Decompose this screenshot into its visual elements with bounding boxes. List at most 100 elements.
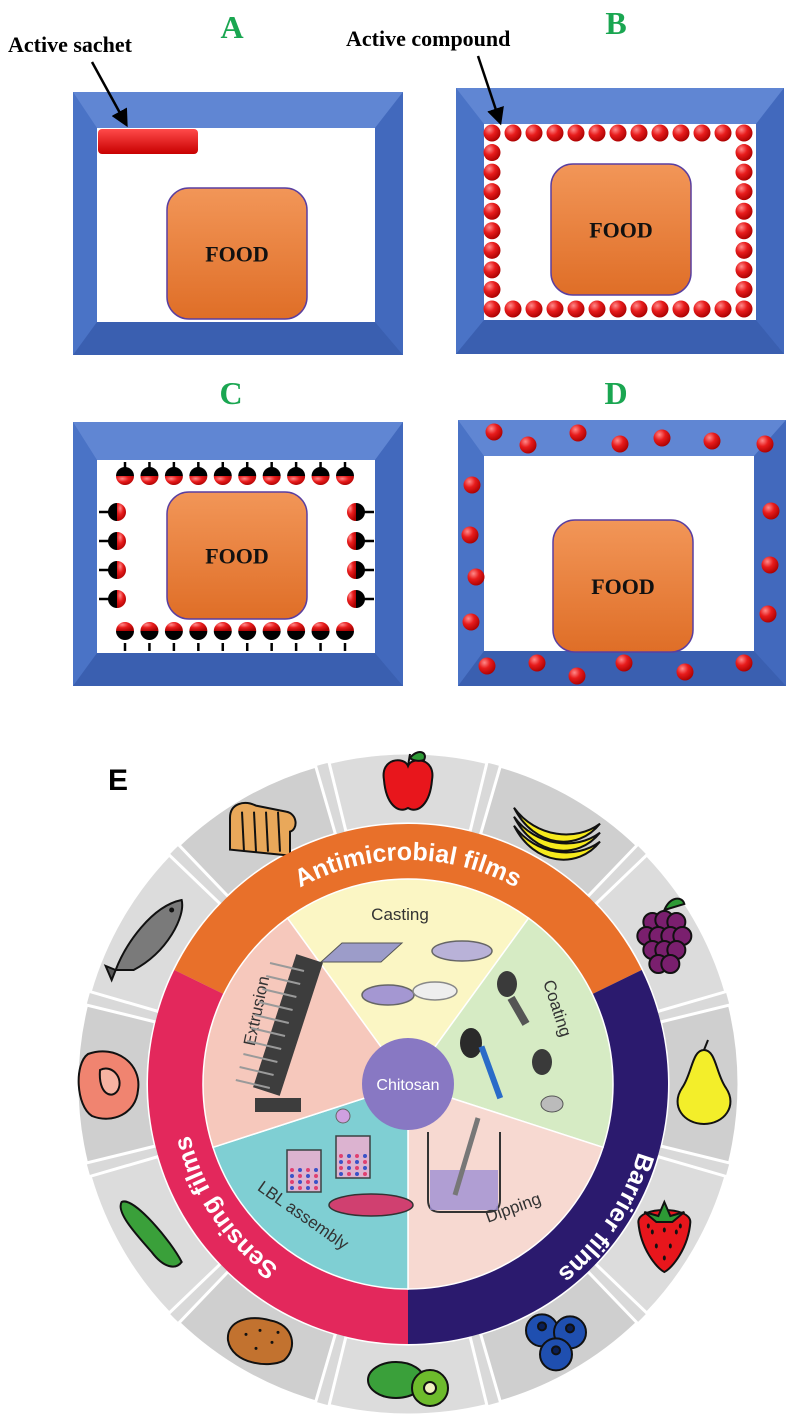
active-compound-bead	[569, 424, 587, 442]
active-compound-bead	[546, 300, 564, 318]
active-compound-bead	[735, 163, 753, 181]
lbl-particle	[339, 1172, 343, 1176]
tether-cap	[356, 590, 365, 608]
food-block	[550, 163, 692, 296]
meat-icon-group	[77, 1050, 140, 1120]
active-compound-bead	[140, 622, 159, 631]
tether-cap	[287, 631, 306, 640]
active-compound-bead	[735, 300, 753, 318]
active-compound-bead	[630, 300, 648, 318]
banana-icon-group	[513, 807, 601, 861]
coating-sprayer	[540, 1095, 564, 1113]
tether-cap	[311, 467, 330, 476]
bread-slice-line	[277, 811, 281, 852]
active-compound-bead	[238, 622, 257, 631]
extrusion-thread	[250, 1027, 286, 1037]
active-compound-bead	[189, 622, 208, 631]
panel-letter: B	[605, 5, 626, 41]
lbl-particle	[339, 1160, 343, 1164]
active-compound-bead	[761, 556, 779, 574]
frame-bevel-right	[754, 420, 786, 686]
active-compound-bead	[714, 300, 732, 318]
extrusion-thread	[254, 1014, 290, 1024]
casting-dish	[361, 984, 415, 1006]
tether-cap	[164, 631, 183, 640]
lbl-particle	[298, 1180, 302, 1184]
extrusion-thread	[239, 1066, 274, 1076]
active-compound-bead	[735, 202, 753, 220]
tether-cap	[356, 503, 365, 521]
sector-casting	[286, 878, 530, 1086]
active-compound-bead	[504, 124, 522, 142]
lbl-particle	[363, 1160, 367, 1164]
lbl-particle	[347, 1172, 351, 1176]
fish-eye	[169, 907, 175, 913]
lbl-particle	[355, 1166, 359, 1170]
kiwi-icon-group	[367, 1361, 449, 1407]
active-compound-bead	[483, 300, 501, 318]
active-compound-bead	[164, 622, 183, 631]
tether-cap	[108, 532, 117, 550]
active-sachet	[98, 129, 198, 154]
lbl-dish	[328, 1193, 414, 1217]
tether-cap	[311, 631, 330, 640]
strawberry-leaves	[643, 1199, 685, 1223]
apple-leaf	[408, 751, 426, 762]
active-compound-bead	[478, 657, 496, 675]
grapes-leaf	[662, 897, 686, 912]
tether-cap	[108, 561, 117, 579]
callout-arrow	[476, 55, 504, 126]
active-compound-bead	[588, 124, 606, 142]
active-compound-bead	[461, 526, 479, 544]
pear-icon	[676, 1048, 732, 1126]
lbl-particle	[355, 1172, 359, 1176]
active-compound-bead	[735, 144, 753, 162]
extrusion-thread	[265, 975, 301, 985]
extrusion-thread	[243, 1053, 278, 1063]
potato-eye	[270, 1340, 274, 1344]
active-compound-bead	[504, 300, 522, 318]
ring-barrier	[408, 970, 668, 1344]
food-block	[166, 491, 308, 620]
lbl-particle	[355, 1154, 359, 1158]
active-compound-bead	[347, 561, 356, 579]
strawberry-seed	[678, 1223, 682, 1229]
ring-antimicrobial	[174, 823, 642, 995]
active-compound-bead	[213, 476, 232, 485]
lbl-particle	[290, 1180, 294, 1184]
active-compound-bead	[336, 622, 354, 631]
lbl-particle	[314, 1174, 318, 1178]
food-block	[166, 187, 308, 320]
active-compound-bead	[311, 476, 330, 485]
panel-letter: A	[220, 9, 243, 45]
frame-bevel-bottom	[73, 653, 403, 686]
strawberry-seed	[674, 1229, 678, 1235]
callout-active-sachet: Active sachet	[8, 32, 133, 57]
active-compound-bead	[735, 241, 753, 259]
tether-cap	[238, 467, 257, 476]
strawberry-icon-group	[637, 1199, 692, 1274]
active-compound-bead	[116, 476, 134, 485]
extrusion-thread	[262, 988, 297, 998]
active-compound-bead	[483, 202, 501, 220]
tether-cap	[262, 467, 281, 476]
sector-coating	[406, 917, 614, 1149]
frame-bevel-bottom	[456, 320, 784, 354]
active-compound-bead	[336, 476, 354, 485]
active-compound-bead	[287, 622, 306, 631]
lbl-particle	[306, 1186, 310, 1190]
blueberries-icon-group	[525, 1313, 587, 1372]
cucumber-icon	[119, 1200, 183, 1268]
food-label: FOOD	[205, 242, 269, 267]
coating-brush	[478, 1045, 504, 1100]
lbl-particle	[290, 1186, 294, 1190]
tether-cap	[189, 631, 208, 640]
potato-eye	[276, 1330, 280, 1334]
meat-marbling	[98, 1067, 121, 1096]
panel-e-letter: E	[108, 764, 128, 797]
active-compound-bead	[735, 261, 753, 279]
active-compound-bead	[463, 476, 481, 494]
tether-cap	[140, 631, 159, 640]
active-compound-bead	[567, 300, 585, 318]
potato-eye	[254, 1346, 258, 1350]
